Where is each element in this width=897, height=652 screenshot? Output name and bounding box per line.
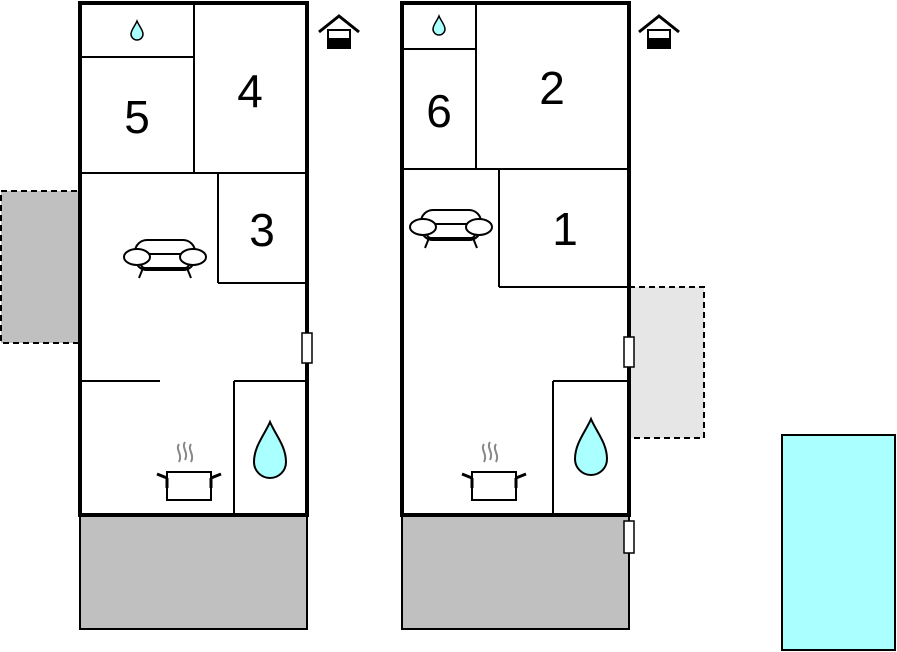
swimming-pool — [781, 434, 896, 651]
room-label-5: 5 — [124, 91, 150, 143]
terrace-left-side — [0, 190, 80, 344]
terrace-left-bottom — [79, 514, 308, 630]
room-label-1: 1 — [552, 203, 578, 255]
terrace-right-side — [628, 286, 705, 439]
house-icon — [317, 14, 361, 50]
door-right-1 — [623, 336, 635, 368]
house-icon — [637, 14, 681, 50]
room-label-3: 3 — [249, 204, 275, 256]
door-right-2 — [623, 520, 635, 554]
door-left — [301, 332, 313, 364]
room-label-4: 4 — [237, 65, 263, 117]
terrace-right-bottom — [401, 514, 630, 630]
room-label-2: 2 — [539, 62, 565, 114]
room-label-6: 6 — [426, 85, 452, 137]
